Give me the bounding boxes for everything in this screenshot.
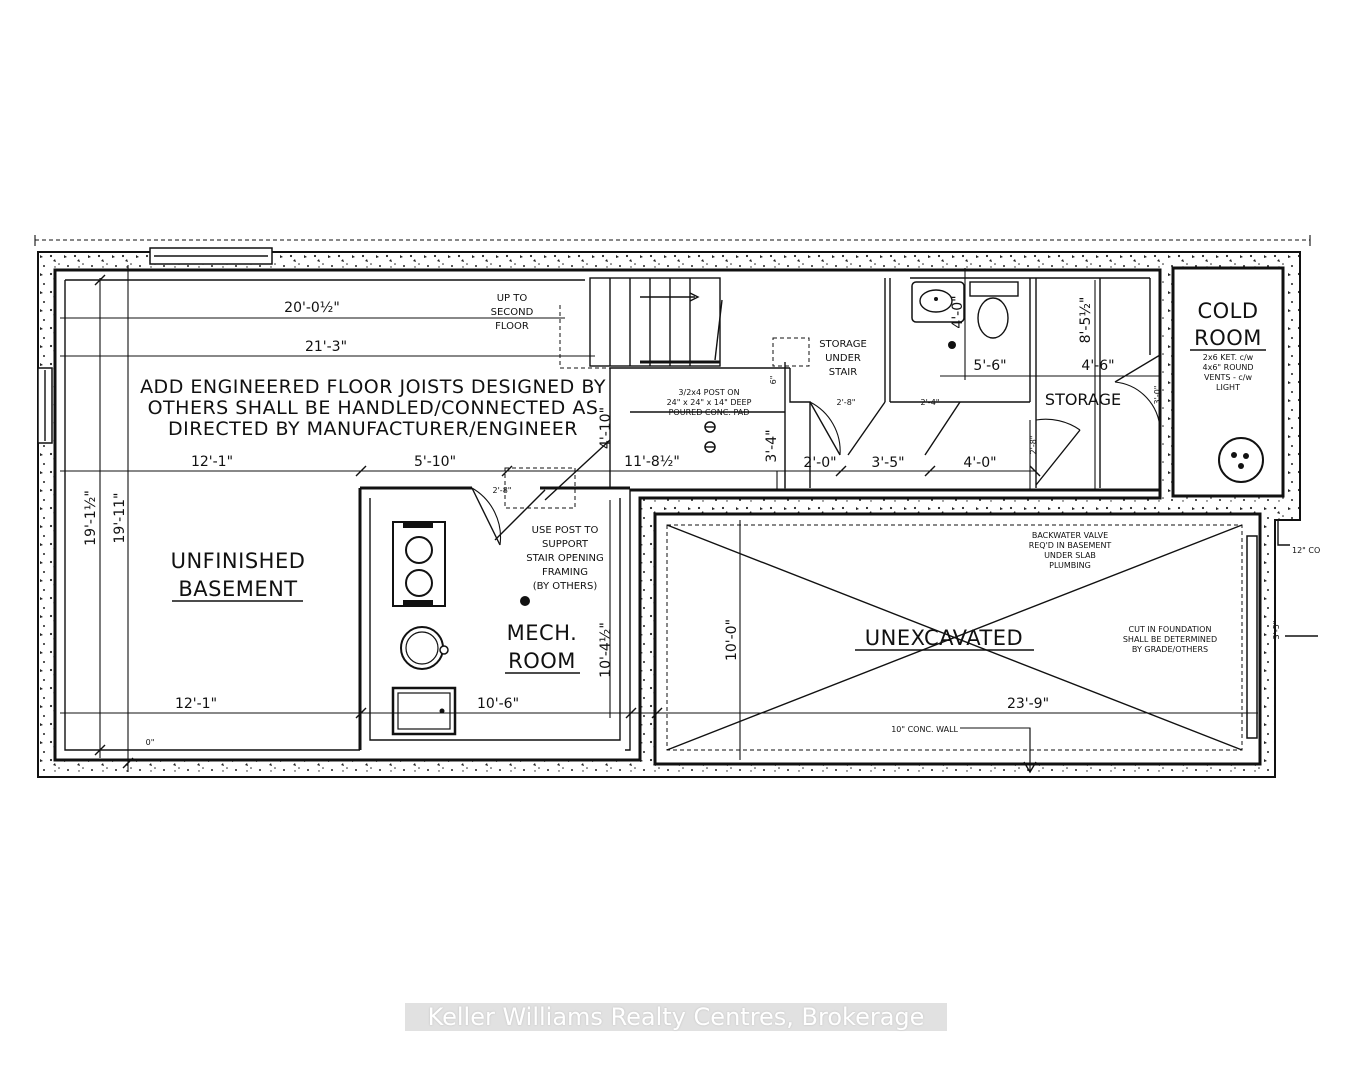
dim-6: 6" [769,376,778,385]
room-cold-line2: ROOM [1194,326,1262,350]
dim-11-8-5: 11'-8½" [624,454,680,470]
dimension-labels: 20'-0½" 21'-3" 12'-1" 5'-10" 11'-8½" 12'… [83,295,1281,747]
joists-note-line2: OTHERS SHALL BE HANDLED/CONNECTED AS [148,397,599,419]
room-unfinished-line2: BASEMENT [178,577,297,601]
joists-note-line3: DIRECTED BY MANUFACTURER/ENGINEER [168,418,578,440]
dim-5-10: 5'-10" [414,454,456,470]
use-post-line1: USE POST TO [532,525,599,536]
dim-right-side: 3'-5" [1272,621,1281,640]
dim-12-1-top: 12'-1" [191,454,233,470]
dim-8-5-5: 8'-5½" [1078,297,1094,344]
dim-10-6: 10'-6" [477,696,519,712]
room-cold-line1: COLD [1197,299,1258,323]
cut-line3: BY GRADE/OTHERS [1132,645,1208,654]
stair-diagonal [544,439,611,501]
cut-line1: CUT IN FOUNDATION [1129,625,1212,634]
storage-under-line2: UNDER [825,353,861,364]
dashed-outlines [504,305,1243,751]
dim-zero: 0" [146,738,155,747]
dim-4-6: 4'-6" [1081,358,1114,374]
backwater-line1: BACKWATER VALVE [1032,531,1108,540]
cold-note-line2: 4x6" ROUND [1203,363,1254,372]
dim-23-9: 23'-9" [1007,696,1049,712]
dim-2-8-c: 2'-8" [1029,436,1038,455]
dim-19-1-5: 19'-1½" [83,490,99,546]
dim-2-8-a: 2'-8" [493,486,512,495]
up-note-line2: SECOND [491,307,534,318]
up-note-line1: UP TO [497,293,528,304]
room-mech-line1: MECH. [507,621,578,645]
use-post-line4: FRAMING [542,567,588,578]
dim-4-10: 4'-10" [598,407,614,449]
dim-2-4: 2'-4" [921,398,940,407]
dim-12-1-bottom: 12'-1" [175,696,217,712]
dim-5-6: 5'-6" [973,358,1006,374]
post-note-line3: POURED CONC. PAD [669,408,750,417]
storage-under-line3: STAIR [829,367,857,378]
cold-note-line4: LIGHT [1216,383,1240,392]
dim-10-4-5: 10'-4½" [598,622,614,678]
brokerage-watermark: Keller Williams Realty Centres, Brokerag… [405,1003,947,1031]
backwater-line3: UNDER SLAB [1044,551,1096,560]
dim-21-3: 21'-3" [305,339,347,355]
dim-20-0-5: 20'-0½" [284,300,340,316]
right-cut-note: 12" CO [1292,546,1320,555]
staircase [589,277,723,367]
post-note-line1: 3/2x4 POST ON [678,388,739,397]
mechanical-equipment [391,521,530,736]
dimension-lines [60,265,1258,774]
window-top [149,247,273,265]
cut-line2: SHALL BE DETERMINED [1123,635,1217,644]
storage-under-line1: STORAGE [819,339,867,350]
dim-3-0: 3'-0" [1153,386,1162,405]
dim-3-5: 3'-5" [871,455,904,471]
backwater-line2: REQ'D IN BASEMENT [1029,541,1112,550]
general-notes: ADD ENGINEERED FLOOR JOISTS DESIGNED BY … [140,293,1320,734]
use-post-line3: STAIR OPENING [526,553,603,564]
cold-room-drain [1218,437,1264,483]
use-post-line5: (BY OTHERS) [533,581,598,592]
doors [471,354,1161,546]
room-mech-line2: ROOM [508,649,576,673]
backwater-line4: PLUMBING [1049,561,1091,570]
joists-note-line1: ADD ENGINEERED FLOOR JOISTS DESIGNED BY [140,376,606,398]
room-unfinished-line1: UNFINISHED [171,549,306,573]
window-left [37,367,53,444]
room-labels: UNFINISHED BASEMENT MECH. ROOM UNEXCAVAT… [171,299,1266,674]
up-note-line3: FLOOR [495,321,529,332]
dim-2-8-b: 2'-8" [837,398,856,407]
dim-2-0: 2'-0" [803,455,836,471]
room-storage: STORAGE [1045,390,1121,409]
dim-19-11: 19'-11" [112,493,128,544]
dim-4-0-vertical: 4'-0" [950,295,966,328]
post-symbols [704,341,956,453]
room-unexcavated: UNEXCAVATED [865,626,1023,650]
cold-note-line3: VENTS - c/w [1204,373,1253,382]
post-note-line2: 24" x 24" x 14" DEEP [667,398,752,407]
bathroom-fixtures [911,281,1019,339]
cold-note-line1: 2x6 KET. c/w [1203,353,1254,362]
right-side-detail [1246,520,1318,739]
dim-3-4: 3'-4" [764,429,780,462]
conc-wall-note: 10" CONC. WALL [891,725,958,734]
use-post-line2: SUPPORT [542,539,589,550]
dim-10-0: 10'-0" [724,619,740,661]
overall-dimension-line [34,235,1311,246]
dim-4-0: 4'-0" [963,455,996,471]
